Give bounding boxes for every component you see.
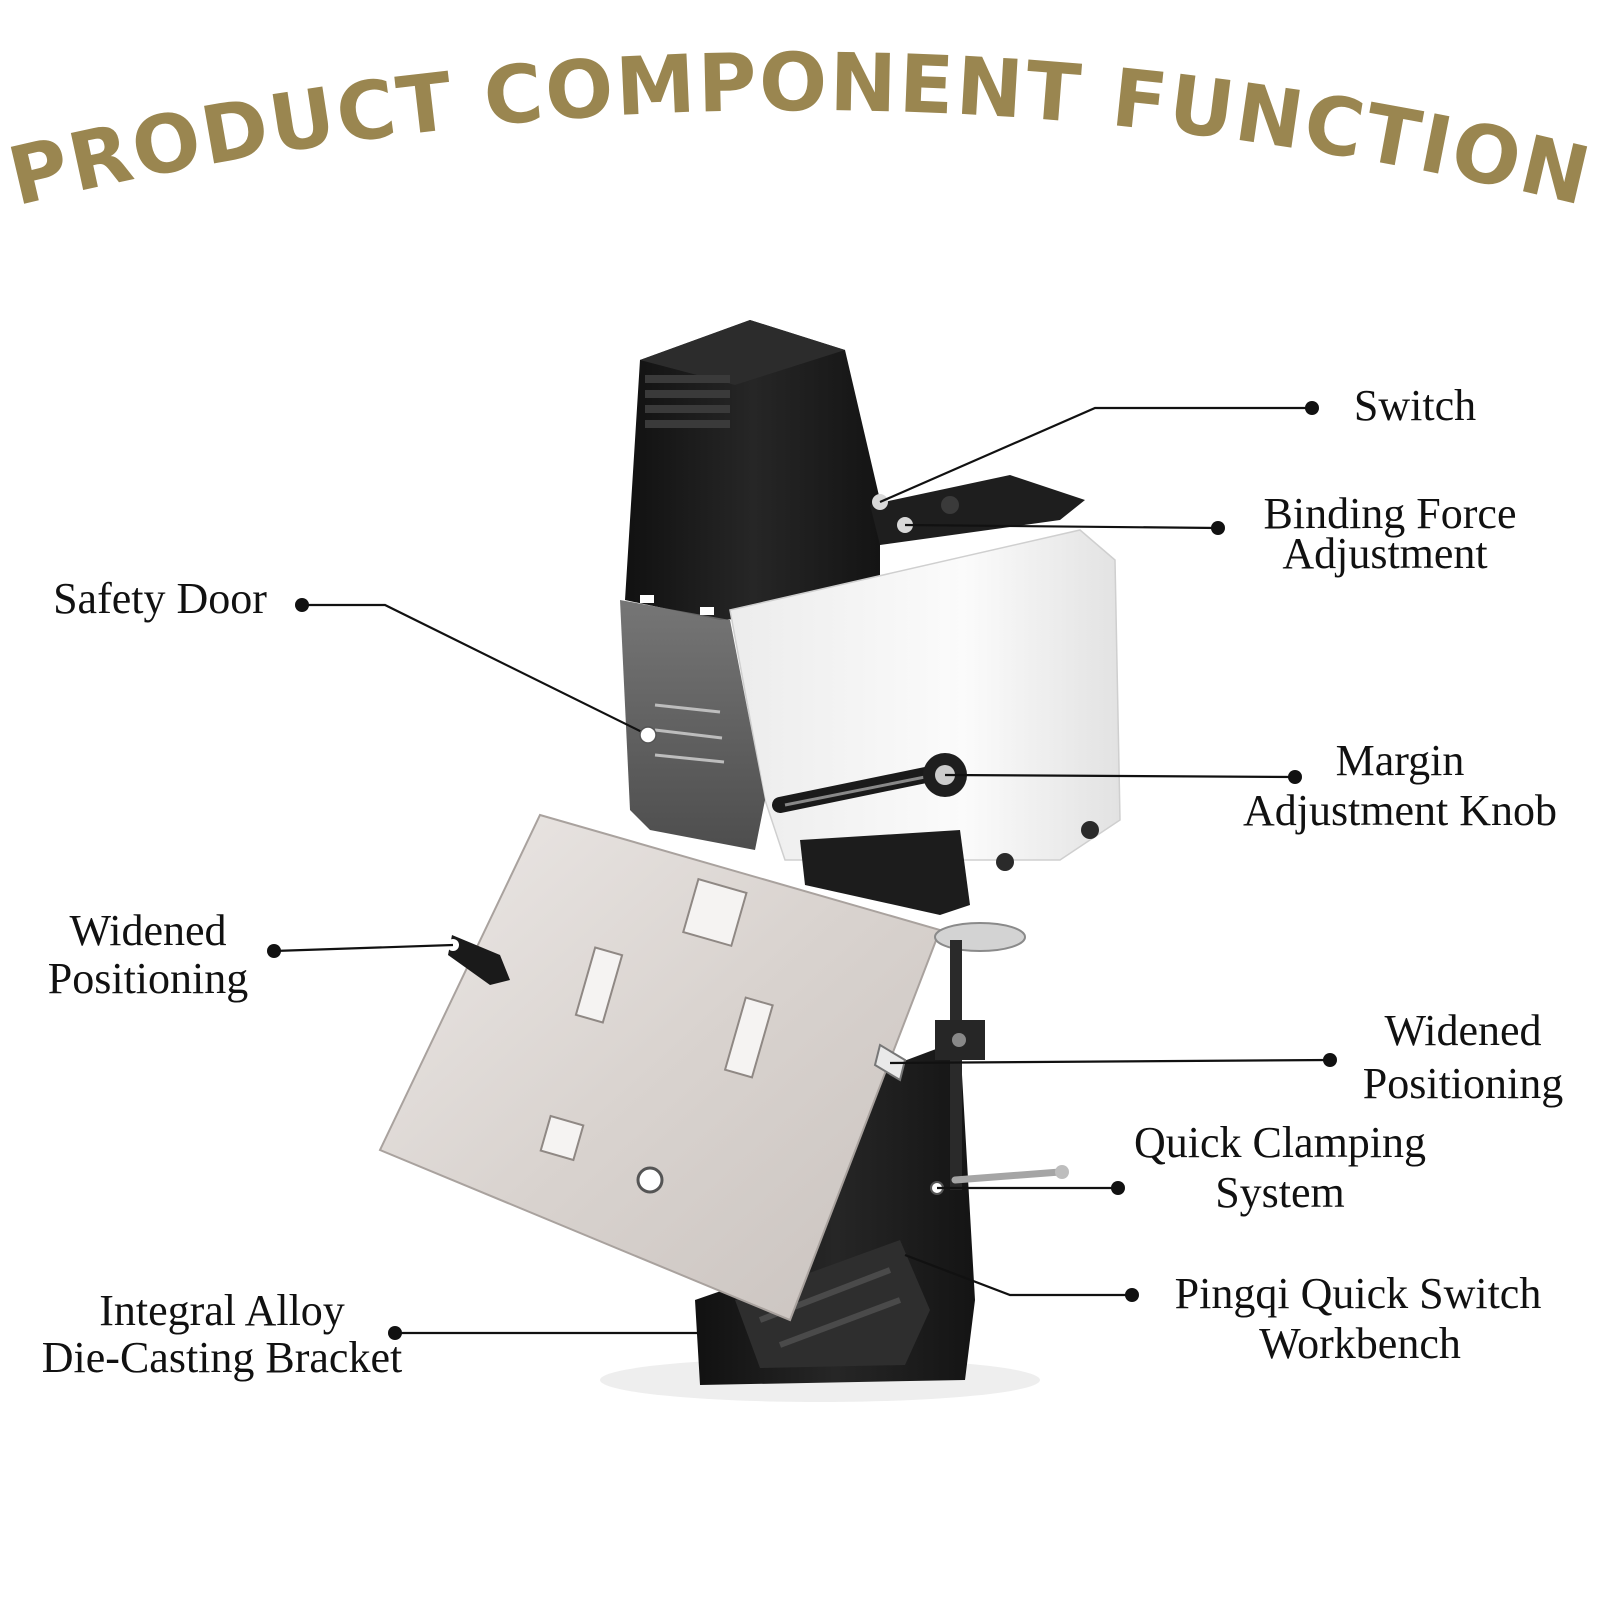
leader-lines <box>267 401 1337 1340</box>
stapler-product-illustration <box>378 320 1121 1402</box>
labels: Switch Binding Force Adjustment Safety D… <box>42 381 1563 1382</box>
label-pingqi-line2: Workbench <box>1259 1319 1461 1368</box>
label-quick-clamping-line2: System <box>1215 1168 1345 1217</box>
label-safety-door: Safety Door <box>53 574 267 623</box>
label-widened-right-line2: Positioning <box>1363 1059 1564 1108</box>
title: PRODUCT COMPONENT FUNCTION <box>0 36 1600 224</box>
label-pingqi-line1: Pingqi Quick Switch <box>1175 1269 1542 1318</box>
label-switch: Switch <box>1354 381 1476 430</box>
label-margin-line1: Margin <box>1336 736 1465 785</box>
label-binding-force-line1: Binding Force <box>1264 489 1517 538</box>
label-quick-clamping-line1: Quick Clamping <box>1134 1118 1426 1167</box>
label-bracket-line2: Die-Casting Bracket <box>42 1333 402 1382</box>
label-binding-force-line2: Adjustment <box>1282 529 1487 578</box>
label-bracket-line1: Integral Alloy <box>99 1286 345 1335</box>
label-widened-right-line1: Widened <box>1384 1006 1541 1055</box>
label-widened-left-line1: Widened <box>69 906 226 955</box>
label-widened-left-line2: Positioning <box>48 954 249 1003</box>
label-margin-line2: Adjustment Knob <box>1243 786 1557 835</box>
